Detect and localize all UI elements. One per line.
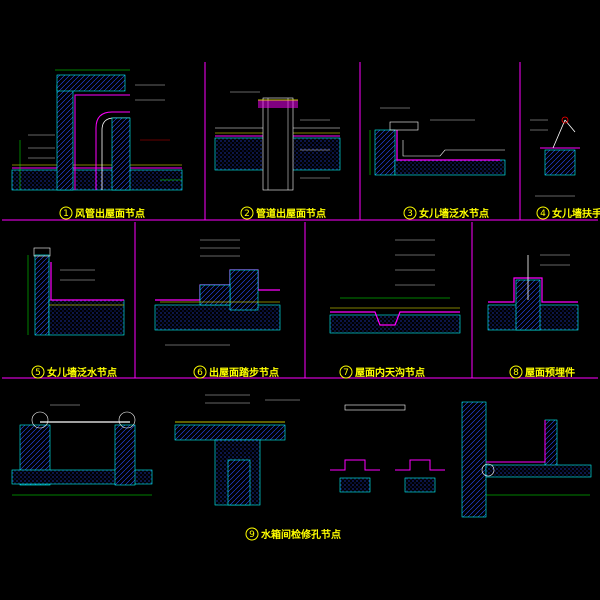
- caption-8: 8 屋面预埋件: [509, 365, 575, 379]
- caption-2-label: 管道出屋面节点: [256, 207, 326, 220]
- caption-9: 9 水箱间检修孔节点: [245, 527, 341, 541]
- detail-6-drawing: [154, 239, 281, 346]
- caption-2-number: 2: [244, 209, 250, 219]
- caption-9-number: 9: [249, 530, 255, 540]
- detail-1-drawing: [11, 69, 183, 191]
- caption-1: 1 风管出屋面节点: [59, 206, 145, 220]
- caption-8-number: 8: [513, 368, 519, 378]
- detail-4-drawing: [530, 116, 580, 197]
- detail-7-drawing: [329, 239, 461, 334]
- caption-3-number: 3: [407, 209, 413, 219]
- caption-6: 6 出屋面踏步节点: [193, 365, 279, 379]
- caption-7-label: 屋面内天沟节点: [355, 366, 425, 379]
- caption-9-label: 水箱间检修孔节点: [260, 528, 341, 541]
- detail-9-drawing: [11, 394, 592, 518]
- frame-lines: [2, 62, 598, 379]
- caption-5-number: 5: [35, 368, 41, 378]
- caption-5-label: 女儿墙泛水节点: [47, 366, 117, 379]
- caption-7-number: 7: [343, 368, 349, 378]
- caption-7: 7 屋面内天沟节点: [339, 365, 425, 379]
- caption-6-label: 出屋面踏步节点: [209, 366, 279, 379]
- caption-4-number: 4: [540, 209, 546, 219]
- caption-1-label: 风管出屋面节点: [75, 207, 145, 220]
- detail-5-drawing: [27, 247, 125, 336]
- caption-5: 5 女儿墙泛水节点: [31, 365, 117, 379]
- detail-3-drawing: [369, 107, 506, 176]
- caption-4: 4 女儿墙扶手: [536, 206, 600, 220]
- caption-3: 3 女儿墙泛水节点: [403, 206, 489, 220]
- caption-8-label: 屋面预埋件: [525, 366, 575, 379]
- detail-8-drawing: [487, 254, 579, 331]
- caption-2: 2 管道出屋面节点: [240, 206, 326, 220]
- detail-2-drawing: [214, 91, 341, 191]
- caption-1-number: 1: [63, 209, 69, 219]
- caption-4-label: 女儿墙扶手: [552, 207, 600, 220]
- caption-6-number: 6: [197, 368, 203, 378]
- caption-3-label: 女儿墙泛水节点: [419, 207, 489, 220]
